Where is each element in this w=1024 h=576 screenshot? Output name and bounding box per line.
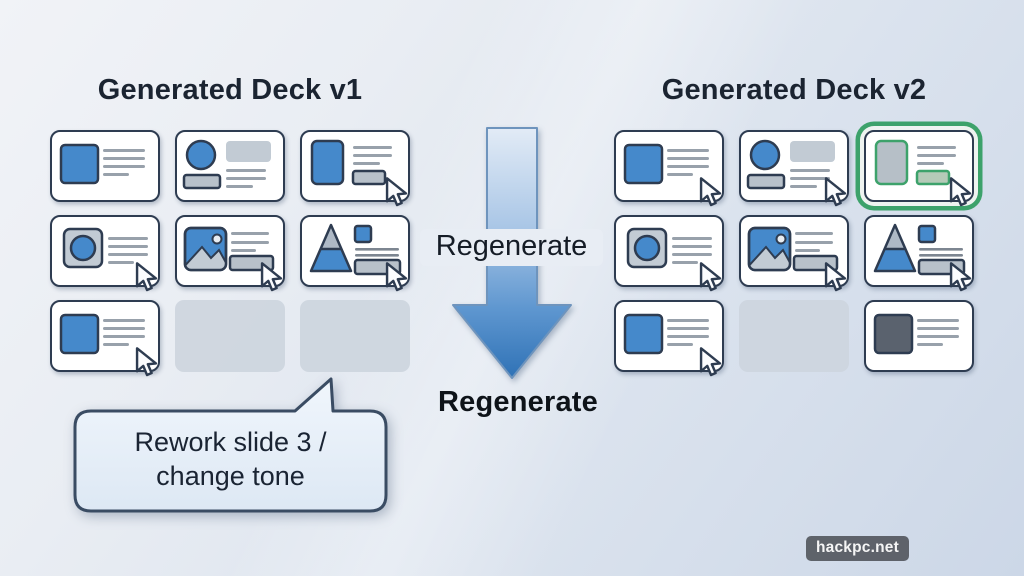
slide-thumbnail-pyramid[interactable] <box>864 215 974 292</box>
slide-thumbnail-profile[interactable] <box>175 130 285 202</box>
slide-art-image-caption <box>310 139 392 185</box>
slide-placeholder <box>739 300 849 372</box>
cursor-icon <box>699 262 722 292</box>
cursor-icon <box>135 347 158 377</box>
callout-line-1: Rework slide 3 / <box>134 427 327 457</box>
deck-v2-title: Generated Deck v2 <box>661 74 927 106</box>
slide-thumbnail-title-image[interactable] <box>614 300 724 377</box>
cursor-icon <box>824 177 847 207</box>
cursor-icon <box>135 262 158 292</box>
slide-art-photo <box>747 226 838 271</box>
cursor-icon <box>260 262 283 292</box>
slide-art-icon-circle <box>62 227 148 268</box>
deck-v1-grid <box>50 130 410 377</box>
cursor-icon <box>949 177 972 207</box>
deck-v1-title: Generated Deck v1 <box>97 74 363 106</box>
slide-thumbnail-title-image[interactable] <box>50 300 160 377</box>
callout-text: Rework slide 3 / change tone <box>75 425 386 493</box>
slide-art-profile <box>746 139 835 189</box>
slide-thumbnail-image-caption[interactable] <box>300 130 410 207</box>
slide-art-title-image <box>623 313 709 354</box>
cursor-icon <box>699 177 722 207</box>
slide-thumbnail-icon-circle[interactable] <box>50 215 160 292</box>
cursor-icon <box>824 262 847 292</box>
callout-line-2: change tone <box>156 461 305 491</box>
regenerate-action-label: Regenerate <box>438 386 598 418</box>
slide-art-title-image <box>59 313 145 354</box>
cursor-icon <box>385 177 408 207</box>
slide-thumbnail-title-image[interactable] <box>614 130 724 207</box>
slide-art-photo <box>183 226 274 271</box>
slide-thumbnail-pyramid[interactable] <box>300 215 410 292</box>
watermark-badge: hackpc.net <box>806 536 909 561</box>
slide-placeholder <box>175 300 285 372</box>
slide-placeholder <box>300 300 410 372</box>
slide-thumbnail-photo[interactable] <box>739 215 849 292</box>
cursor-icon <box>385 262 408 292</box>
slide-art-title-image <box>623 143 709 184</box>
slide-thumbnail-title-image[interactable] <box>50 130 160 202</box>
slide-art-image-caption <box>874 139 956 185</box>
cursor-icon <box>949 262 972 292</box>
slide-art-title-image <box>873 313 959 354</box>
slide-thumbnail-image-caption-selected[interactable] <box>864 130 974 207</box>
cursor-icon <box>699 347 722 377</box>
slide-thumbnail-photo[interactable] <box>175 215 285 292</box>
deck-v2-grid <box>614 130 974 377</box>
regenerate-arrow-label: Regenerate <box>420 229 603 266</box>
slide-art-profile <box>182 139 271 189</box>
slide-thumbnail-title-image-dark[interactable] <box>864 300 974 372</box>
slide-art-icon-circle <box>626 227 712 268</box>
slide-art-title-image <box>59 143 145 184</box>
slide-thumbnail-icon-circle[interactable] <box>614 215 724 292</box>
slide-thumbnail-profile[interactable] <box>739 130 849 207</box>
